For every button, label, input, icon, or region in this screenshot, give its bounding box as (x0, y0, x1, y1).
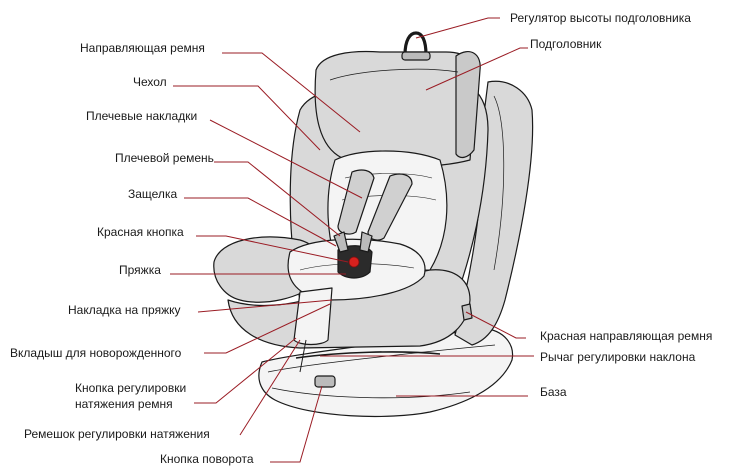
label-shoulder-belt: Плечевой ремень (115, 151, 214, 165)
label-shoulder-pads: Плечевые накладки (86, 109, 197, 123)
car-seat-illustration (214, 33, 533, 416)
headrest-shape (315, 52, 476, 167)
label-newborn-insert: Вкладыш для новорожденного (10, 346, 182, 360)
label-headrest: Подголовник (530, 37, 602, 51)
label-headrest-height-adjuster: Регулятор высоты подголовника (510, 11, 691, 25)
label-base: База (540, 385, 567, 399)
label-buckle-pad: Накладка на пряжку (68, 303, 181, 317)
label-recline-lever: Рычаг регулировки наклона (540, 350, 696, 364)
rotation-button-shape (315, 376, 335, 387)
label-red-button: Красная кнопка (97, 225, 184, 239)
headrest-adjuster-base (402, 52, 430, 60)
label-cover: Чехол (133, 75, 167, 89)
label-tension-strap: Ремешок регулировки натяжения (24, 427, 210, 441)
label-belt-guide: Направляющая ремня (80, 41, 205, 55)
label-latch: Защелка (128, 187, 177, 201)
label-red-belt-guide: Красная направляющая ремня (540, 329, 712, 343)
label-buckle: Пряжка (119, 263, 161, 277)
label-rotation-button: Кнопка поворота (160, 452, 254, 466)
label-tension-button-line2: натяжения ремня (75, 397, 173, 411)
leader-headrest-height-adjuster (416, 18, 500, 38)
buckle-pad-shape (294, 288, 332, 345)
red-button-shape (349, 257, 359, 267)
label-tension-button-line1: Кнопка регулировки (75, 381, 186, 395)
